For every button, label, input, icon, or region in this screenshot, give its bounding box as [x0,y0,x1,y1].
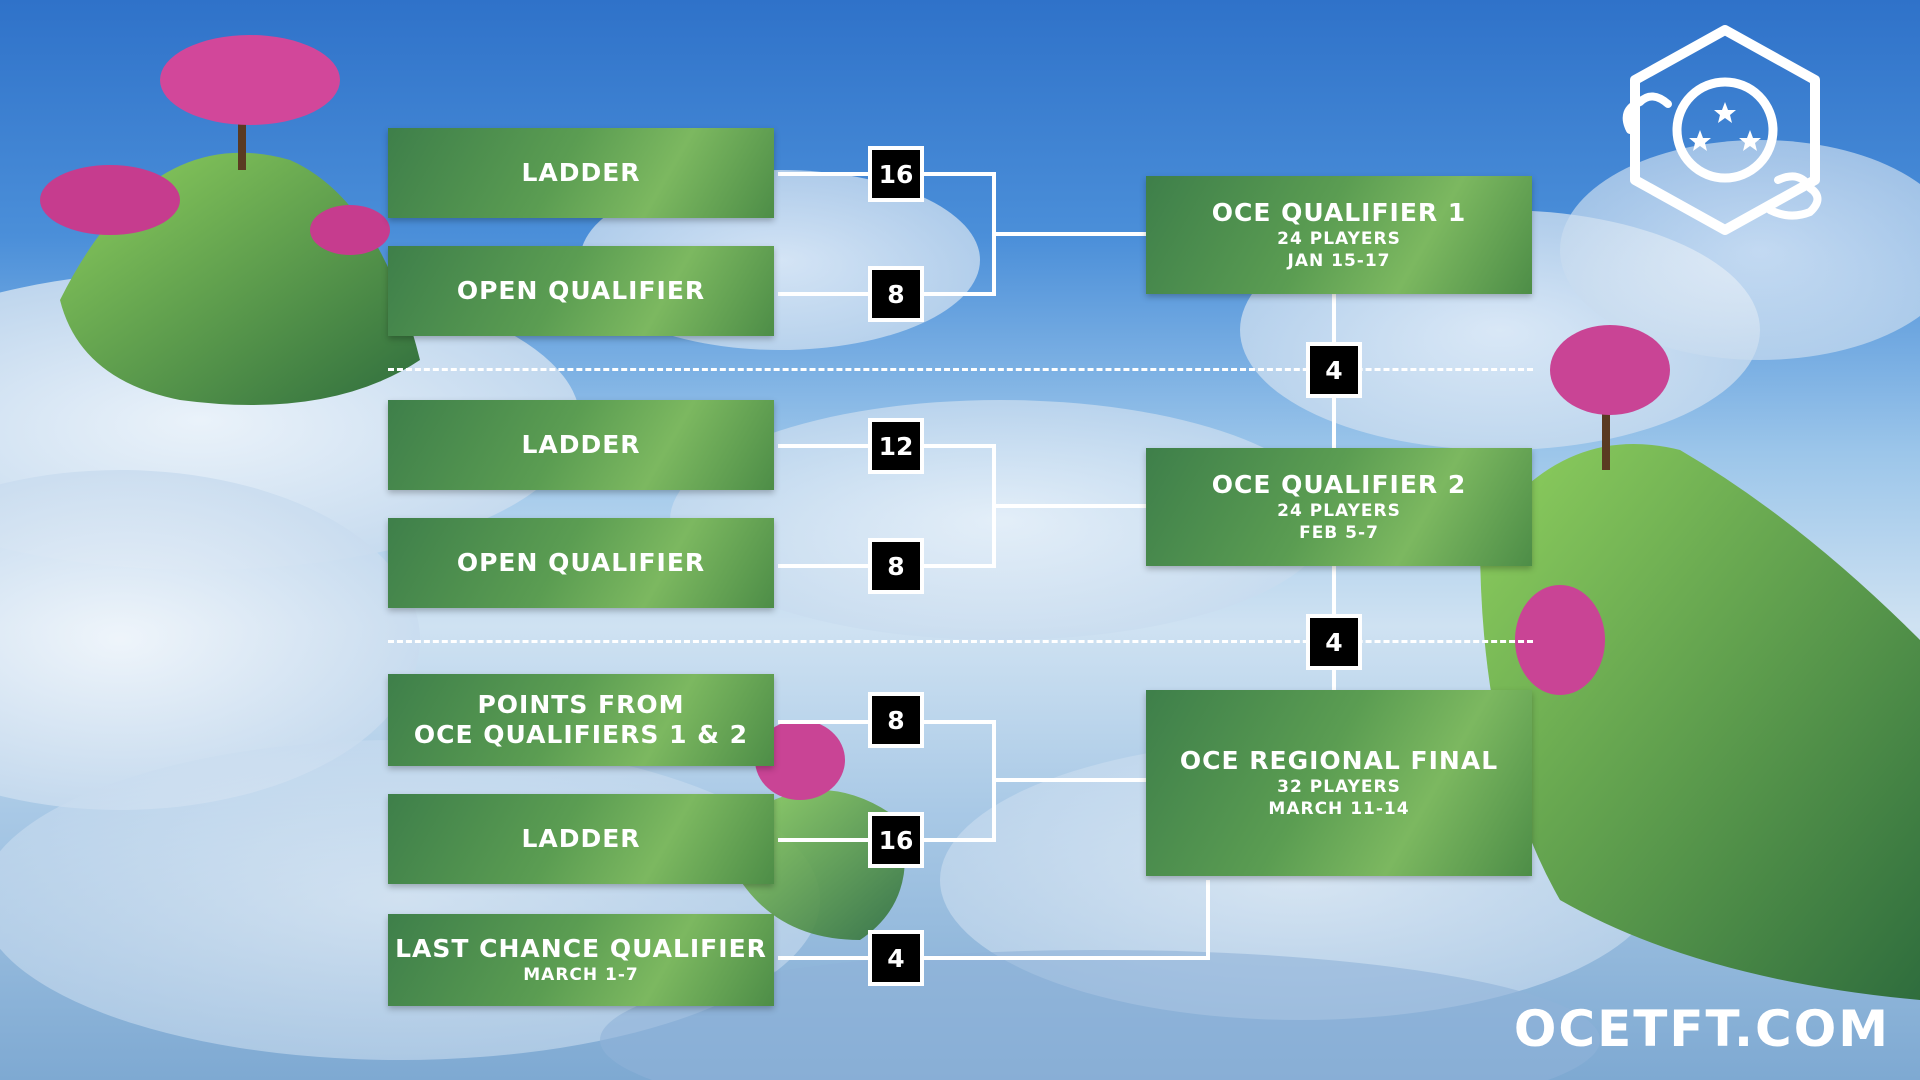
seat-count-badge: 8 [868,538,924,594]
source-date: MARCH 1-7 [523,965,639,985]
source-title: LADDER [521,430,641,459]
connector-line [992,232,1146,236]
source-title: OPEN QUALIFIER [456,548,706,577]
advance-count-badge: 4 [1306,342,1362,398]
event-players: 24 PLAYERS [1277,501,1401,521]
event-box-oce-regional-final: OCE REGIONAL FINAL 32 PLAYERS MARCH 11-1… [1146,690,1532,876]
event-title: OCE QUALIFIER 1 [1211,198,1467,227]
seat-count-badge: 8 [868,692,924,748]
event-box-oce-qualifier-2: OCE QUALIFIER 2 24 PLAYERS FEB 5-7 [1146,448,1532,566]
source-box-ladder: LADDER [388,794,774,884]
source-box-ladder: LADDER [388,400,774,490]
source-title-line: OCE QUALIFIERS 1 & 2 [413,720,749,749]
seat-count-badge: 16 [868,146,924,202]
event-date: FEB 5-7 [1299,523,1379,543]
event-box-oce-qualifier-1: OCE QUALIFIER 1 24 PLAYERS JAN 15-17 [1146,176,1532,294]
connector-line [1206,880,1210,960]
source-box-last-chance-qualifier: LAST CHANCE QUALIFIER MARCH 1-7 [388,914,774,1006]
website-url[interactable]: OCETFT.COM [1513,1000,1890,1058]
group-separator [388,368,1533,371]
advance-count-badge: 4 [1306,614,1362,670]
event-date: MARCH 11-14 [1268,799,1410,819]
connector-line [778,956,1210,960]
seat-count-badge: 4 [868,930,924,986]
source-title: LADDER [521,158,641,187]
source-title: LADDER [521,824,641,853]
group-separator [388,640,1533,643]
seat-count-badge: 16 [868,812,924,868]
cloud-hexagon-star-logo-icon [1622,25,1822,235]
source-title-line: POINTS FROM [477,690,685,719]
seat-count-badge: 12 [868,418,924,474]
connector-line [992,504,1146,508]
source-title: LAST CHANCE QUALIFIER [395,934,767,963]
connector-line [992,778,1146,782]
event-title: OCE QUALIFIER 2 [1211,470,1467,499]
source-title: OPEN QUALIFIER [456,276,706,305]
event-date: JAN 15-17 [1287,251,1391,271]
event-players: 32 PLAYERS [1277,777,1401,797]
source-box-open-qualifier: OPEN QUALIFIER [388,518,774,608]
seat-count-badge: 8 [868,266,924,322]
source-box-open-qualifier: OPEN QUALIFIER [388,246,774,336]
event-title: OCE REGIONAL FINAL [1179,746,1499,775]
event-players: 24 PLAYERS [1277,229,1401,249]
source-box-points: POINTS FROM OCE QUALIFIERS 1 & 2 [388,674,774,766]
source-box-ladder: LADDER [388,128,774,218]
